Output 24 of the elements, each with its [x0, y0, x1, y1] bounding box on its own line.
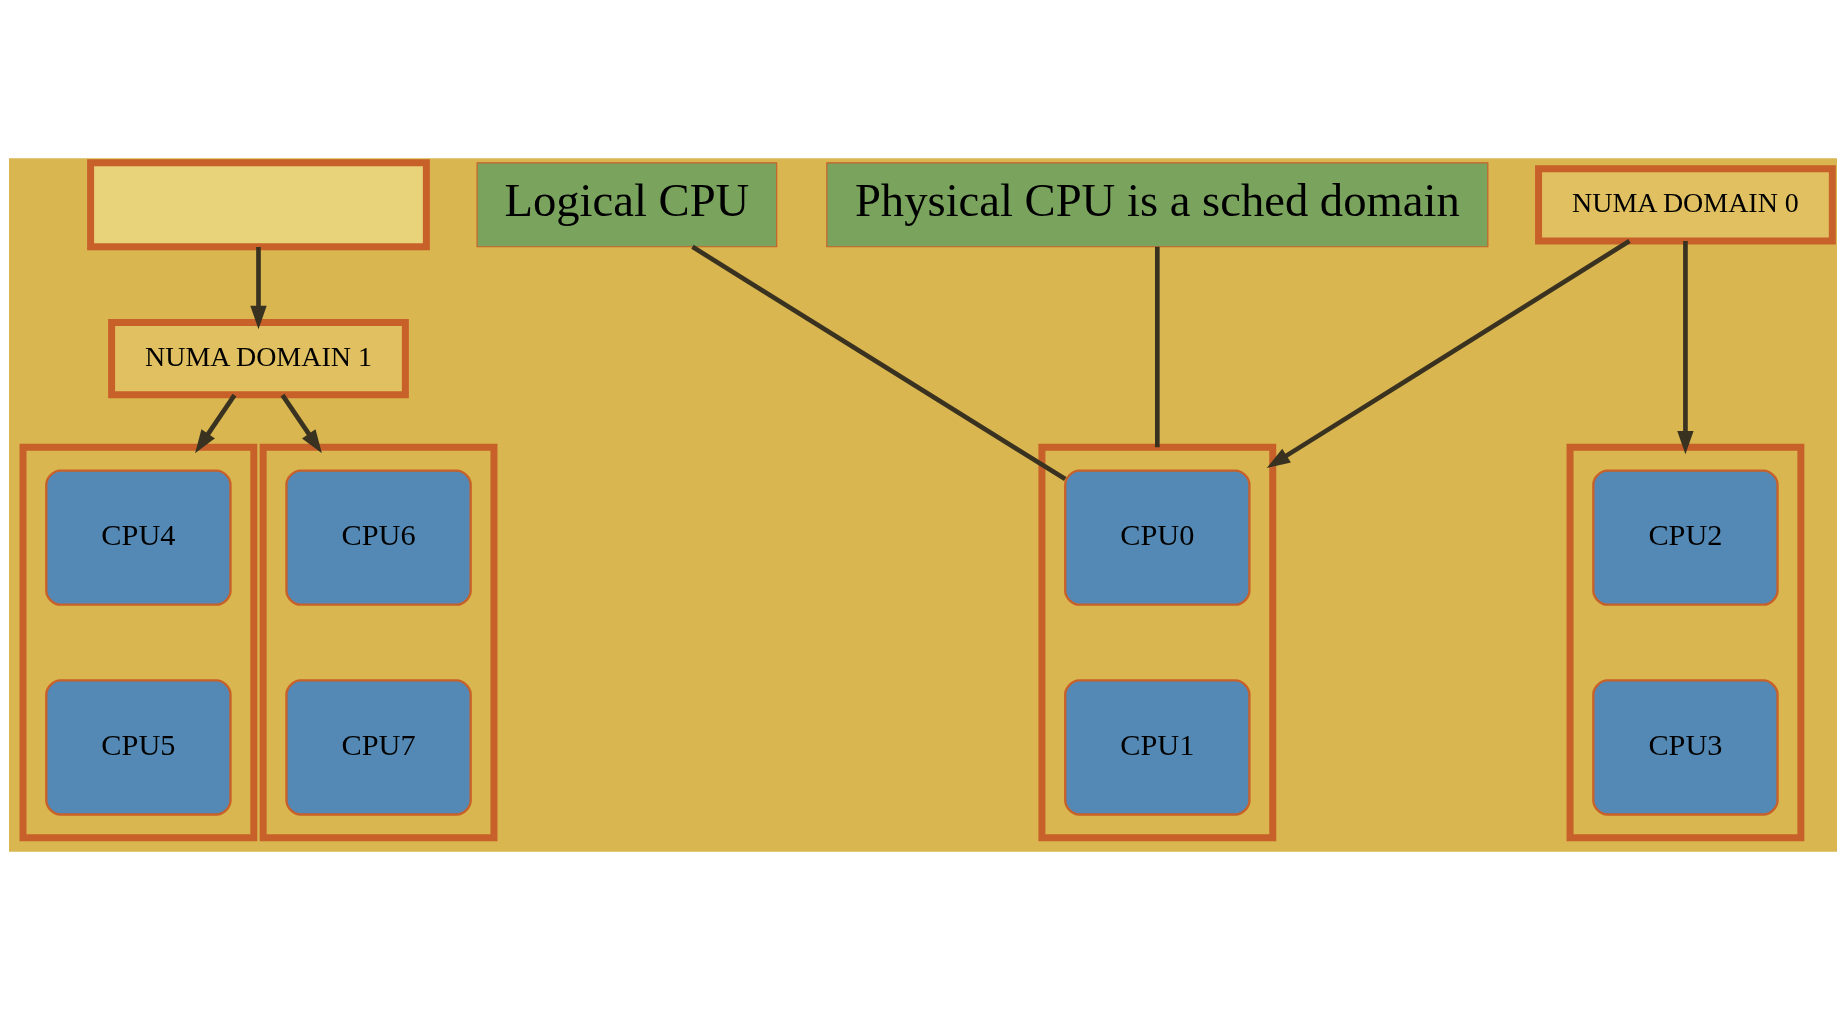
node-box: CPU3 [1591, 678, 1779, 816]
node-box: CPU5 [44, 678, 232, 816]
node-box: NUMA DOMAIN 0 [1534, 164, 1836, 244]
node-box: NUMA DOMAIN 1 [107, 318, 409, 398]
arrow [1266, 238, 1631, 468]
arrow [249, 246, 267, 329]
node-box: CPU2 [1591, 468, 1779, 606]
node-box [86, 158, 430, 250]
arrow [280, 393, 322, 453]
arrow [194, 393, 236, 453]
cluster [1566, 443, 1804, 841]
cluster [259, 443, 497, 841]
cluster [1037, 443, 1276, 841]
connector [690, 244, 1066, 481]
node-box: CPU7 [284, 678, 472, 816]
node-box: CPU4 [44, 468, 232, 606]
node-box: CPU6 [284, 468, 472, 606]
node-box: CPU0 [1063, 468, 1251, 606]
node-box: CPU1 [1063, 678, 1251, 816]
node-box: Physical CPU is a sched domain [825, 161, 1488, 247]
connector [1154, 246, 1160, 447]
cluster [19, 443, 257, 841]
arrow [1676, 240, 1694, 454]
node-box: Logical CPU [476, 161, 777, 247]
